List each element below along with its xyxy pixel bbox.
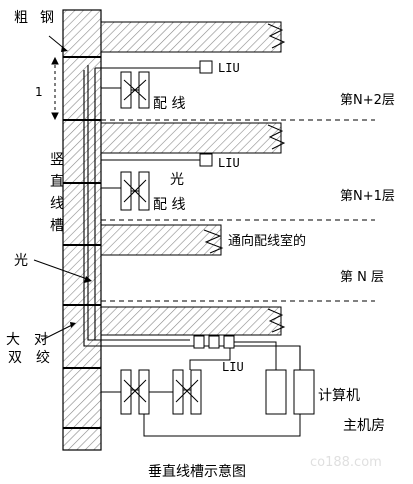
break-mark-n1 bbox=[267, 124, 286, 150]
label-big: 大 bbox=[6, 332, 20, 348]
label-optical-mid: 光 bbox=[170, 172, 184, 188]
label-host-room: 主机房 bbox=[343, 418, 385, 434]
break-mark-bottom bbox=[267, 308, 286, 333]
watermark-logo: co188.com bbox=[310, 455, 382, 470]
diagram-caption: 垂直线槽示意图 bbox=[148, 463, 246, 480]
label-shaft-3: 线 bbox=[50, 196, 64, 212]
break-mark-top bbox=[267, 23, 286, 49]
patch-panel-top bbox=[101, 71, 150, 109]
label-pair-c: 绞 bbox=[36, 349, 50, 366]
liu-box-top bbox=[199, 60, 213, 74]
label-liu-bottom: LIU bbox=[222, 360, 244, 374]
label-shaft-2: 直 bbox=[50, 173, 64, 190]
liu-boxes-bottom bbox=[193, 335, 235, 349]
label-patch-top: 配 线 bbox=[153, 96, 185, 112]
label-floor-n: 第 N 层 bbox=[340, 270, 384, 285]
patch-panel-bottom-1 bbox=[120, 369, 150, 415]
label-liu-top: LIU bbox=[218, 61, 240, 75]
computer-racks bbox=[265, 369, 315, 415]
break-mark-n bbox=[203, 229, 224, 254]
label-one: 1 bbox=[35, 85, 43, 99]
floor-slab-n1 bbox=[100, 122, 282, 154]
floor-slabs bbox=[100, 21, 286, 336]
floor-slab-top bbox=[100, 21, 282, 53]
label-shaft-1: 竖 bbox=[50, 152, 64, 168]
label-pair-a: 对 bbox=[34, 332, 48, 348]
label-optical-left: 光 bbox=[14, 253, 28, 269]
label-floor-n2: 第N+2层 bbox=[340, 93, 395, 108]
patch-panel-mid bbox=[101, 171, 150, 211]
shaft-cables bbox=[83, 65, 301, 380]
floor-slab-bottom bbox=[100, 306, 282, 336]
liu-box-mid bbox=[199, 153, 213, 167]
label-liu-mid: LIU bbox=[218, 156, 240, 170]
label-floor-n1: 第N+1层 bbox=[340, 189, 395, 204]
label-to-wiring-room: 通向配线室的 bbox=[228, 233, 306, 249]
floor-dashed-lines bbox=[101, 119, 375, 302]
arrow-optical bbox=[84, 276, 92, 283]
bottom-wiring bbox=[101, 341, 301, 437]
label-shaft-4: 槽 bbox=[50, 218, 64, 234]
svg-text:co188.com: co188.com bbox=[310, 455, 382, 470]
patch-panel-bottom-2 bbox=[172, 369, 202, 415]
arrow-pair bbox=[70, 322, 76, 328]
label-steel-b: 钢 bbox=[40, 10, 54, 26]
dimension-marker bbox=[51, 56, 59, 121]
label-pair-b: 双 bbox=[8, 350, 22, 366]
floor-slab-n bbox=[100, 224, 222, 256]
label-patch-mid: 配 线 bbox=[153, 197, 185, 213]
arrow-steel bbox=[61, 46, 68, 52]
label-steel-a: 粗 bbox=[14, 10, 28, 26]
label-computer: 计算机 bbox=[318, 388, 360, 404]
